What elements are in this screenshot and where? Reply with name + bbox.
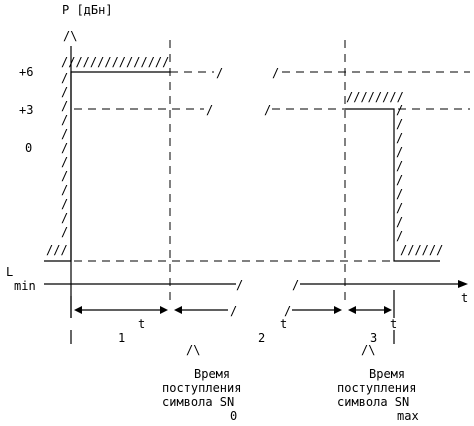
- dash-plus6-break-2: /: [272, 66, 279, 80]
- interval-2-t: t: [280, 317, 287, 331]
- event-2-line3: символа SN: [337, 395, 409, 409]
- interval-1-number: 1: [118, 331, 125, 345]
- event-2-arrow: /\: [361, 343, 375, 357]
- signal-trace-1: [44, 71, 170, 262]
- interval-1-t: t: [138, 317, 145, 331]
- svg-text:/: /: [61, 225, 68, 239]
- event-2-sub: max: [397, 409, 419, 423]
- svg-text:/: /: [396, 229, 403, 243]
- svg-text:/: /: [61, 71, 68, 85]
- event-2-line1: Время: [369, 367, 405, 381]
- dash-plus3-break-1: /: [206, 103, 213, 117]
- svg-text:/: /: [61, 183, 68, 197]
- svg-text:/: /: [61, 211, 68, 225]
- interval-2-break-1: /: [230, 304, 237, 318]
- interval-2-break-2: /: [284, 304, 291, 318]
- svg-text:/: /: [396, 159, 403, 173]
- svg-text:/: /: [396, 117, 403, 131]
- y-axis-label: P [дБн]: [62, 3, 113, 17]
- svg-text:/: /: [61, 85, 68, 99]
- event-1-sub: 0: [230, 409, 237, 423]
- svg-text:/: /: [396, 103, 403, 117]
- x-axis-break-1: /: [236, 278, 243, 292]
- svg-text:/: /: [396, 187, 403, 201]
- svg-text:/: /: [61, 113, 68, 127]
- event-1-line3: символа SN: [162, 395, 234, 409]
- hatch-left-column: / / / / / / / / / / / /: [61, 71, 68, 239]
- event-2-line2: поступления: [337, 381, 416, 395]
- event-1-arrow: /\: [186, 343, 200, 357]
- signal-trace-2: [345, 108, 440, 262]
- hatch-right-column: / / / / / / / / / /: [396, 103, 403, 243]
- y-axis-arrow: /\: [63, 29, 77, 43]
- event-1-line2: поступления: [162, 381, 241, 395]
- dash-plus3-break-2: /: [264, 103, 271, 117]
- event-1-line1: Время: [194, 367, 230, 381]
- svg-text:/: /: [396, 131, 403, 145]
- l-min-sub: min: [14, 279, 36, 293]
- tick-zero: 0: [25, 141, 32, 155]
- x-axis-arrowhead: [458, 280, 468, 288]
- svg-text:/: /: [61, 141, 68, 155]
- hatch-top-left: ///////////////: [61, 55, 169, 69]
- tick-plus6: +6: [19, 65, 33, 79]
- svg-text:/: /: [61, 99, 68, 113]
- hatch-top-right: ////////: [346, 90, 404, 104]
- x-axis-break-2: /: [292, 278, 299, 292]
- hatch-bottom-left: ///: [46, 243, 68, 257]
- hatch-bottom-right: //////: [400, 243, 443, 257]
- tick-plus3: +3: [19, 103, 33, 117]
- interval-3-t: t: [390, 317, 397, 331]
- svg-text:/: /: [61, 197, 68, 211]
- interval-2-number: 2: [258, 331, 265, 345]
- x-axis-label: t: [461, 291, 468, 305]
- svg-text:/: /: [396, 215, 403, 229]
- svg-text:/: /: [61, 169, 68, 183]
- svg-text:/: /: [396, 201, 403, 215]
- l-min-label: L: [6, 265, 13, 279]
- dash-plus6-break-1: /: [216, 66, 223, 80]
- interval-3-number: 3: [370, 331, 377, 345]
- svg-text:/: /: [61, 127, 68, 141]
- svg-text:/: /: [396, 173, 403, 187]
- svg-text:/: /: [61, 155, 68, 169]
- svg-text:/: /: [396, 145, 403, 159]
